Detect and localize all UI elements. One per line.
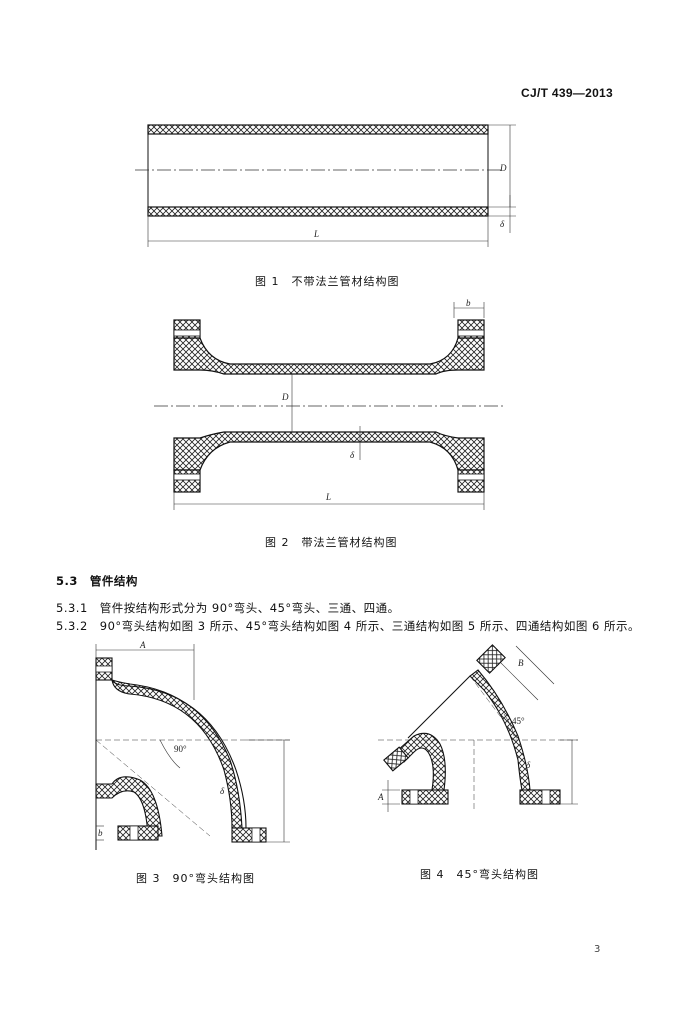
fig3-label-a: A <box>139 640 146 650</box>
fig2-label-b: b <box>466 298 471 308</box>
standard-code: CJ/T 439—2013 <box>521 86 613 100</box>
fig1-bottom-wall <box>147 206 489 217</box>
paragraph-5-3-1: 5.3.1 管件按结构形式分为 90°弯头、45°弯头、三通、四通。 <box>56 601 400 615</box>
fig1-label-l: L <box>313 229 319 239</box>
fig1-top-wall <box>147 124 489 135</box>
fig3-label-b: b <box>98 828 103 838</box>
fig4-label-delta: δ <box>526 760 531 770</box>
fig2-top-body <box>173 337 485 375</box>
figure-1-caption: 图 1 不带法兰管材结构图 <box>255 275 400 288</box>
figure-3-caption: 图 3 90°弯头结构图 <box>136 872 255 885</box>
fig1-label-d: D <box>499 163 507 173</box>
fig3-label-angle: 90° <box>174 744 187 754</box>
paragraph-5-3-2: 5.3.2 90°弯头结构如图 3 所示、45°弯头结构如图 4 所示、三通结构… <box>56 619 641 633</box>
fig4-label-a: A <box>377 792 384 802</box>
figure-3-drawing: A 90° δ b <box>95 640 290 850</box>
fig4-label-b: B <box>518 658 524 668</box>
fig2-bottom-body <box>173 431 485 471</box>
fig1-label-delta: δ <box>500 219 505 229</box>
fig2-label-d: D <box>281 392 289 402</box>
figure-4-caption: 图 4 45°弯头结构图 <box>420 868 539 881</box>
figure-1-drawing: D δ L <box>135 124 516 247</box>
fig2-label-l: L <box>325 492 331 502</box>
fig3-label-delta: δ <box>220 786 225 796</box>
figure-2-caption: 图 2 带法兰管材结构图 <box>265 536 398 549</box>
page-number: 3 <box>594 944 601 955</box>
fig2-label-delta: δ <box>350 450 355 460</box>
fig4-label-angle: 45° <box>512 716 525 726</box>
figure-4-drawing: B 45° δ A <box>377 644 578 812</box>
fig4-inner-bend <box>397 732 446 791</box>
section-heading: 5.3 管件结构 <box>56 574 138 588</box>
fig3-elbow-wall <box>96 679 243 829</box>
figure-2-drawing: b D δ L <box>154 298 504 510</box>
